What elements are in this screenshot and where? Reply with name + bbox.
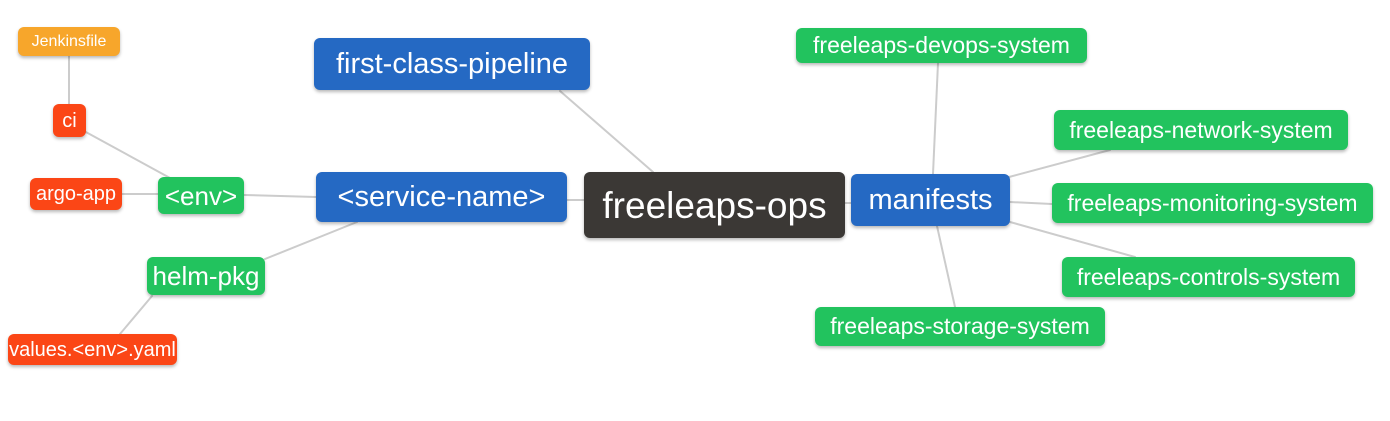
node-label: manifests [868,183,993,216]
node-label: <service-name> [337,180,546,213]
node-helm-pkg[interactable]: helm-pkg [147,257,265,295]
edge-manifests-to-freeleaps-storage-system [936,225,956,308]
node-values-env-yaml[interactable]: values.<env>.yaml [8,334,177,365]
edge-helm-pkg-to-service-name [264,221,358,260]
node-freeleaps-storage-system[interactable]: freeleaps-storage-system [815,307,1105,346]
node-label: freeleaps-storage-system [830,313,1090,339]
node-label: freeleaps-ops [602,184,827,226]
node-freeleaps-monitoring-system[interactable]: freeleaps-monitoring-system [1052,183,1373,223]
edge-values-env-yaml-to-helm-pkg [119,295,153,335]
node-freeleaps-devops-system[interactable]: freeleaps-devops-system [796,28,1087,63]
node-label: Jenkinsfile [31,32,107,50]
node-freeleaps-ops[interactable]: freeleaps-ops [584,172,845,238]
node-jenkinsfile[interactable]: Jenkinsfile [18,27,120,56]
node-label: first-class-pipeline [335,47,569,80]
node-label: ci [62,109,77,132]
node-label: freeleaps-devops-system [813,32,1070,58]
node-ci[interactable]: ci [53,104,86,137]
node-label: freeleaps-monitoring-system [1067,189,1358,216]
node-freeleaps-network-system[interactable]: freeleaps-network-system [1054,110,1348,150]
node-argo-app[interactable]: argo-app [30,178,122,210]
node-label: <env> [164,180,238,211]
edge-ci-to-env [83,130,171,179]
node-label: freeleaps-network-system [1069,116,1333,143]
node-label: freeleaps-controls-system [1076,263,1341,290]
edge-first-class-pipeline-to-freeleaps-ops [559,90,654,173]
edge-env-to-service-name [243,194,317,198]
node-label: helm-pkg [152,261,260,291]
edge-manifests-to-freeleaps-devops-system [932,62,939,175]
node-label: values.<env>.yaml [9,338,176,361]
node-freeleaps-controls-system[interactable]: freeleaps-controls-system [1062,257,1355,297]
node-label: argo-app [35,183,117,205]
edge-manifests-to-freeleaps-controls-system [1009,221,1136,258]
node-manifests[interactable]: manifests [851,174,1010,226]
edge-manifests-to-freeleaps-monitoring-system [1009,201,1053,205]
node-env[interactable]: <env> [158,177,244,214]
edge-manifests-to-freeleaps-network-system [1008,149,1111,178]
node-service-name[interactable]: <service-name> [316,172,567,222]
node-first-class-pipeline[interactable]: first-class-pipeline [314,38,590,90]
